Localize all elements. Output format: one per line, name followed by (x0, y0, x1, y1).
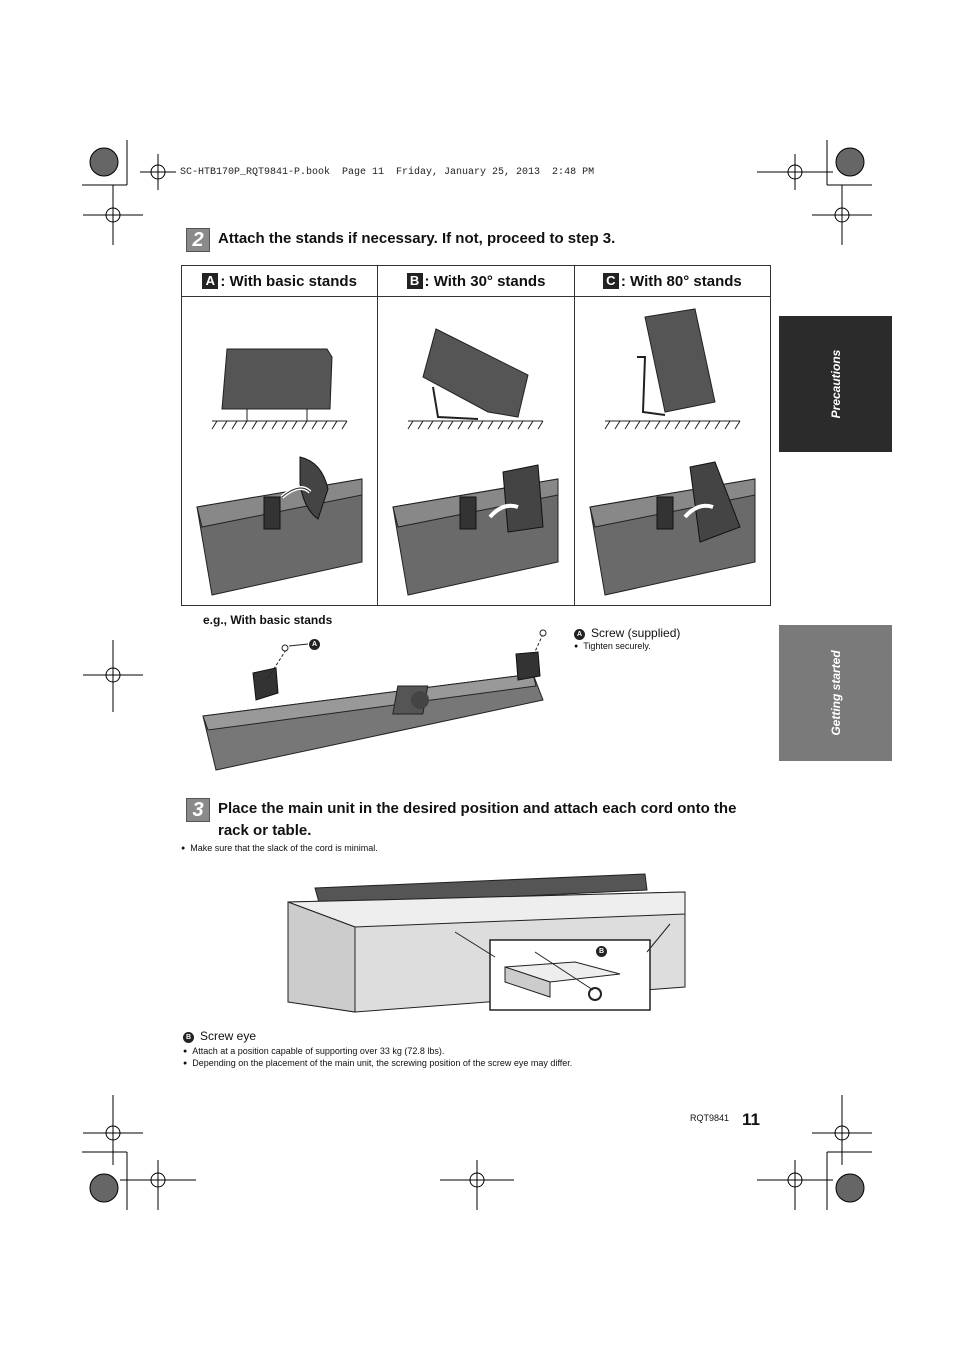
stand-illustration-c (573, 296, 772, 606)
stand-header-c: C: With 80° stands (573, 265, 772, 297)
sidebar-tab-getting-started[interactable]: Getting started (779, 625, 892, 761)
legend-b-marker: B (183, 1032, 194, 1043)
stand-label: : With 80° stands (620, 272, 742, 290)
legend-a: A Screw (supplied) (574, 626, 680, 640)
callout-a-marker: A (309, 639, 320, 650)
stand-illustration-b (377, 296, 575, 606)
step-2-badge: 2 (186, 228, 210, 252)
legend-a-note: Tighten securely. (574, 641, 651, 651)
step-3-title-line1: Place the main unit in the desired posit… (218, 800, 737, 817)
legend-b-note-1: Attach at a position capable of supporti… (183, 1046, 444, 1056)
rack-illustration (287, 873, 686, 1013)
callout-b-marker: B (596, 946, 607, 957)
sidebar-tab-label: Precautions (828, 349, 843, 419)
step-3-note: Make sure that the slack of the cord is … (181, 843, 378, 853)
legend-a-marker: A (574, 629, 585, 640)
legend-b: B Screw eye (183, 1029, 256, 1043)
page-number: 11 (742, 1110, 760, 1129)
stand-header-a: A: With basic stands (180, 265, 379, 297)
letter-badge: C (602, 272, 619, 289)
sidebar-tab-label: Getting started (828, 650, 843, 736)
letter-badge: B (406, 272, 423, 289)
sidebar-tab-precautions[interactable]: Precautions (779, 316, 892, 452)
example-illustration (202, 629, 547, 771)
document-code: RQT9841 (690, 1113, 730, 1123)
book-file-info: SC-HTB170P_RQT9841-P.book Page 11 Friday… (180, 167, 595, 178)
legend-a-text: Screw (supplied) (591, 626, 681, 640)
stands-table: A: With basic stands B: With 30° stands … (180, 265, 772, 606)
step-2-title: Attach the stands if necessary. If not, … (218, 230, 616, 247)
stand-label: : With 30° stands (424, 272, 546, 290)
stand-illustration-a (180, 296, 379, 606)
legend-b-text: Screw eye (200, 1029, 257, 1043)
legend-b-note-2: Depending on the placement of the main u… (183, 1058, 572, 1068)
stand-label: : With basic stands (220, 272, 357, 290)
step-3-badge: 3 (186, 798, 210, 822)
example-caption: e.g., With basic stands (203, 613, 333, 627)
step-3-title-line2: rack or table. (218, 822, 312, 839)
stand-header-b: B: With 30° stands (377, 265, 575, 297)
letter-badge: A (202, 272, 219, 289)
